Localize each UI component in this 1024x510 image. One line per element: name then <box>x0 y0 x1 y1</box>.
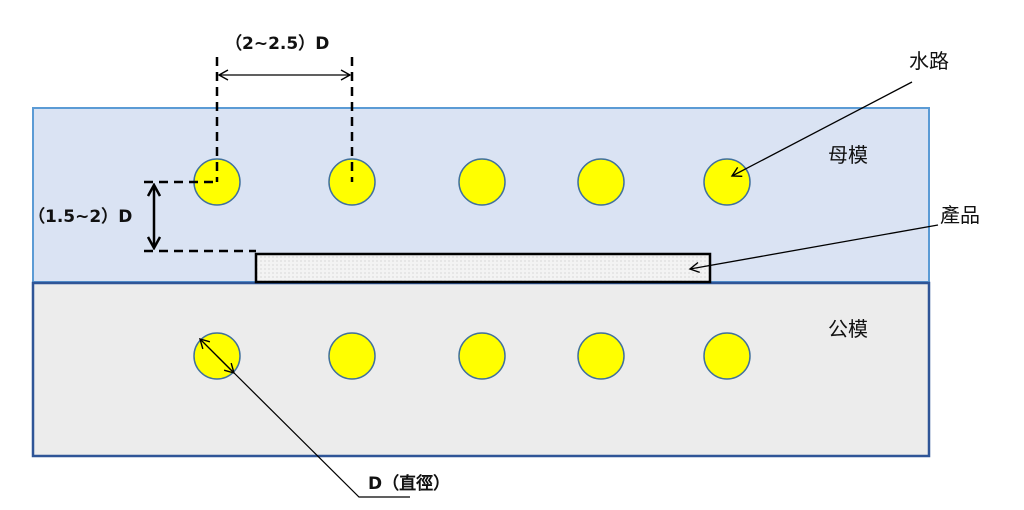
cooling-channel-core-2 <box>328 332 376 380</box>
waterway-leader <box>730 81 913 177</box>
diameter-leader <box>216 355 410 498</box>
cooling-channel-core-4 <box>577 332 625 380</box>
spacing-dimension <box>215 57 354 182</box>
cavity-mold-label: 母模 <box>828 143 868 167</box>
product-label: 產品 <box>940 203 980 227</box>
cooling-channel-cavity-3 <box>458 158 506 206</box>
cooling-channel-core-3 <box>458 332 506 380</box>
product-part <box>254 252 712 284</box>
cooling-channel-core-5 <box>703 332 751 380</box>
cooling-channel-cavity-5 <box>703 158 751 206</box>
waterway-label: 水路 <box>909 49 949 73</box>
core-mold-label: 公模 <box>828 317 868 341</box>
product-leader <box>688 224 939 274</box>
spacing-label: （2~2.5）D <box>225 33 329 54</box>
cooling-channel-cavity-4 <box>577 158 625 206</box>
diameter-label: D（直徑） <box>368 473 450 494</box>
depth-dimension <box>144 180 256 253</box>
depth-label: （1.5~2）D <box>28 206 132 227</box>
